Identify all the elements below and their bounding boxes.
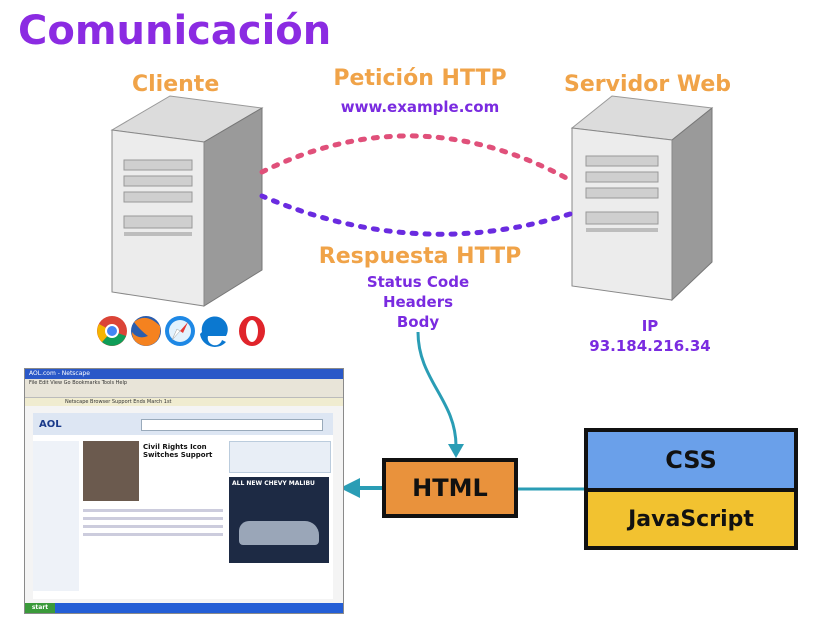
server-ip: IP 93.184.216.34 [580,316,720,356]
html-box: HTML [382,458,518,518]
browser-icons [96,314,272,348]
request-arc [259,133,573,183]
windows-taskbar [25,603,343,613]
response-body: Body [396,313,440,331]
request-label: Petición HTTP [333,66,507,91]
start-button: start [25,603,55,613]
chrome-icon [97,316,127,346]
news-photo [83,441,139,501]
response-items: Status Code Headers Body [338,272,498,332]
firefox-icon [131,316,161,346]
safari-icon [165,316,195,346]
browser-titlebar: AOL.com - Netscape [25,369,343,379]
page-title: Comunicación [18,8,332,54]
server-label: Servidor Web [564,72,732,97]
aol-logo: AOL [39,419,62,430]
response-label: Respuesta HTTP [318,244,522,269]
css-box: CSS [584,428,798,492]
browser-window-screenshot: AOL.com - Netscape File Edit View Go Boo… [24,368,344,614]
opera-icon [239,316,265,346]
body-to-html-arrow [416,331,458,447]
response-status-code: Status Code [366,273,470,291]
response-headers: Headers [382,293,454,311]
web-server-icon [570,95,714,302]
news-headline: Civil Rights Icon Switches Support [143,443,213,459]
browser-urlbar [25,387,343,398]
browser-page: AOL Civil Rights Icon Switches Support A… [33,413,333,599]
request-url: www.example.com [340,98,500,116]
ad-banner: ALL NEW CHEVY MALIBU [229,477,329,563]
browser-notice: Netscape Browser Support Ends March 1st [25,398,343,406]
javascript-box: JavaScript [584,488,798,550]
edge-icon [200,316,228,347]
client-server-icon [110,95,264,307]
client-label: Cliente [132,72,220,97]
server-ip-value: 93.184.216.34 [589,337,711,355]
response-arc [259,193,573,237]
server-ip-label: IP [641,317,659,335]
browser-menubar: File Edit View Go Bookmarks Tools Help [25,379,343,387]
